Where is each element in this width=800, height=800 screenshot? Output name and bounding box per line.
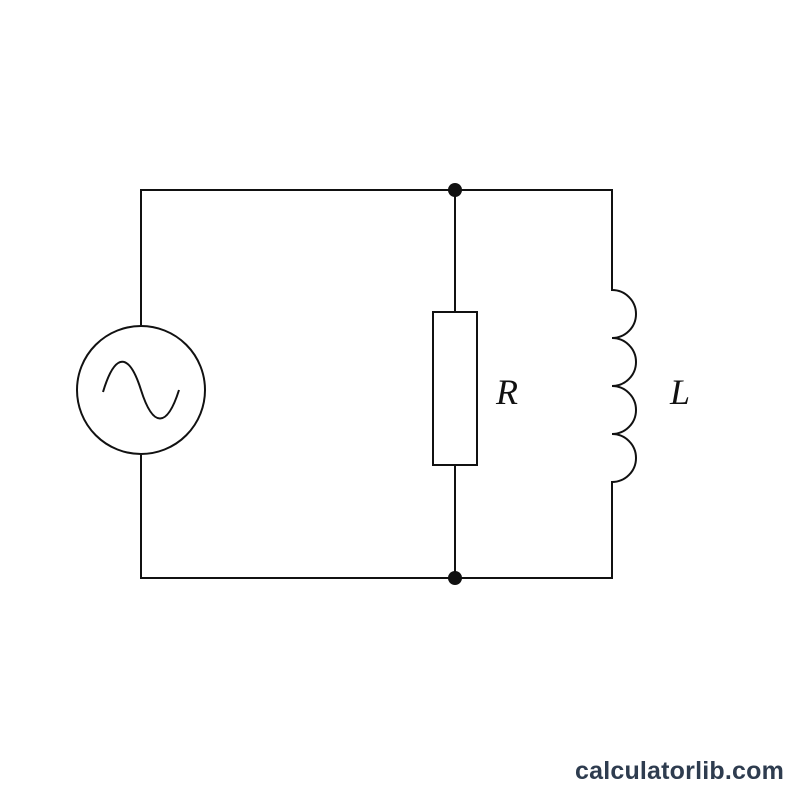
resistor-label: R <box>495 372 518 412</box>
bottom-junction-node <box>448 571 462 585</box>
ac-source <box>76 325 206 455</box>
resistor <box>432 311 478 466</box>
site-watermark: calculatorlib.com <box>574 757 784 785</box>
sine-wave-icon <box>102 360 180 420</box>
inductor <box>611 289 637 483</box>
top-junction-node <box>448 183 462 197</box>
wire-left-branch <box>140 189 613 579</box>
inductor-label: L <box>669 372 690 412</box>
